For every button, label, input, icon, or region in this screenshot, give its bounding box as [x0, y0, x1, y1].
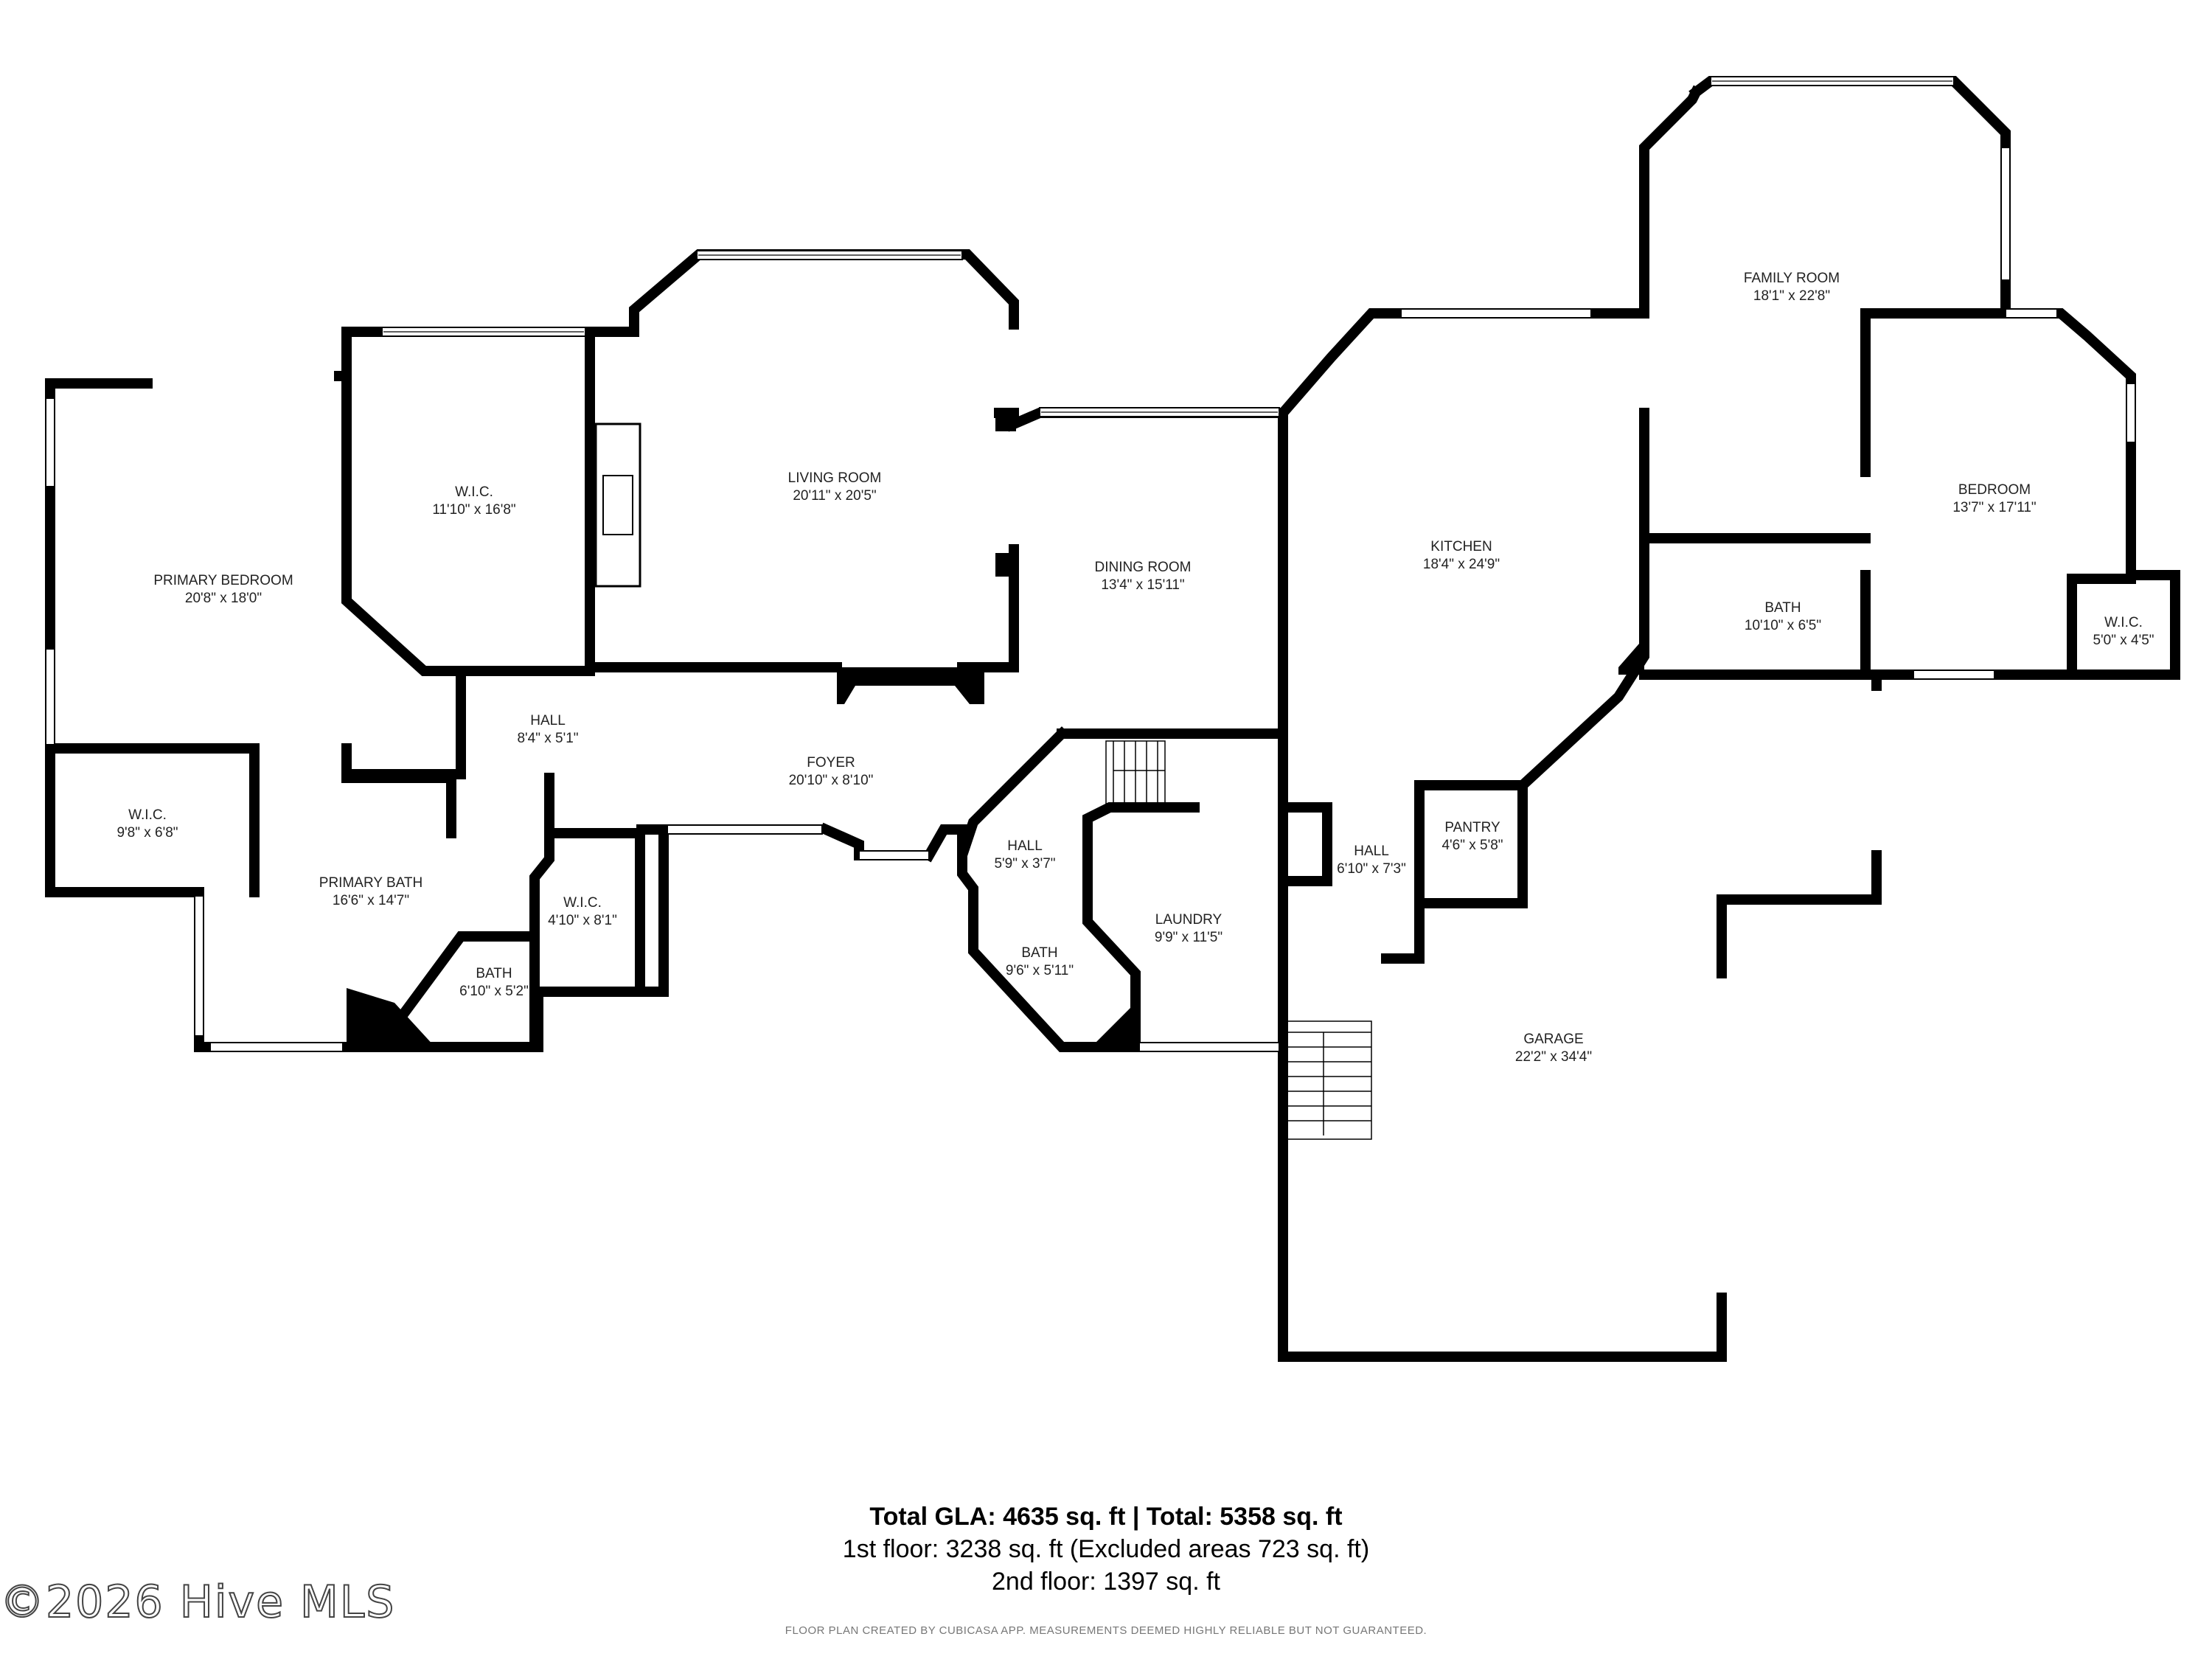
wall-family-top [1688, 76, 2011, 153]
room-size: 5'0" x 4'5" [2093, 633, 2154, 648]
room-name: BATH [1021, 945, 1057, 961]
kitchen-corner-fill [1618, 638, 1644, 675]
room-size: 8'4" x 5'1" [517, 731, 578, 746]
wall-stair-left [957, 726, 1141, 1052]
room-size: 18'4" x 24'9" [1423, 557, 1500, 572]
room-size: 13'7" x 17'11" [1952, 500, 2036, 515]
room-name: HALL [1007, 838, 1043, 854]
room-size: 20'10" x 8'10" [789, 773, 874, 788]
room-size: 4'6" x 5'8" [1441, 838, 1503, 853]
room-name: LAUNDRY [1155, 912, 1222, 928]
wall-stair-right [1082, 802, 1200, 883]
wall-primary-bath-inner [341, 743, 456, 838]
wall-wic-small [529, 828, 554, 942]
room-size: 13'4" x 15'11" [1101, 577, 1184, 593]
room-name: KITCHEN [1430, 539, 1492, 554]
room-name: BATH [476, 966, 512, 981]
fireplace-hearth [837, 667, 984, 704]
wall-family-right [1860, 275, 2011, 477]
room-size: 20'11" x 20'5" [793, 488, 876, 504]
room-name: HALL [530, 713, 566, 728]
bath-corner-fill [1091, 1003, 1135, 1047]
wall-foyer-right [922, 824, 967, 863]
room-name: W.I.C. [563, 895, 602, 911]
wall-kitchen-top [1276, 308, 1406, 420]
wall-pantry [1414, 780, 1528, 908]
room-name: PRIMARY BATH [319, 875, 422, 891]
wall-hall-top [341, 666, 466, 779]
windows [45, 76, 2136, 1052]
room-name: BEDROOM [1958, 482, 2031, 498]
room-size: 6'10" x 5'2" [459, 984, 529, 999]
wall-primary-bedroom-top [45, 378, 204, 897]
wall-hall-left [544, 773, 645, 838]
room-name: PANTRY [1444, 820, 1500, 835]
room-size: 18'1" x 22'8" [1753, 288, 1830, 304]
room-name: PRIMARY BEDROOM [153, 573, 293, 588]
room-size: 5'9" x 3'7" [994, 856, 1055, 872]
stairs [1105, 740, 1372, 1140]
room-name: W.I.C. [455, 484, 493, 500]
room-name: W.I.C. [2104, 615, 2143, 630]
room-size: 9'9" x 11'5" [1155, 930, 1222, 945]
wall-hall-right [1278, 802, 1332, 886]
wall-garage-right [1717, 850, 1882, 978]
wall-dining-stub-2 [995, 553, 1016, 577]
disclaimer-text: FLOOR PLAN CREATED BY CUBICASA APP. MEAS… [785, 1624, 1427, 1637]
room-size: 9'6" x 5'11" [1006, 963, 1074, 978]
wall-foyer-bottom [622, 824, 669, 997]
room-size: 20'8" x 18'0" [185, 591, 262, 606]
wall-family-left [1639, 85, 1703, 315]
wall-primary-bedroom-wic [45, 743, 260, 897]
wall-living-bottom [585, 327, 842, 672]
wall-primary-bath [194, 828, 645, 1052]
wall-bedroom-right [1860, 437, 2180, 680]
wall-kitchen-top-right [1587, 305, 1649, 319]
walls [45, 76, 2180, 1362]
wall-bedroom-top [2000, 308, 2136, 448]
room-name: HALL [1354, 844, 1389, 859]
wall-kitchen-right [1381, 408, 1649, 964]
room-name: LIVING ROOM [788, 470, 882, 486]
room-labels: FAMILY ROOM 18'1" x 22'8" BEDROOM 13'7" … [116, 271, 2154, 1065]
total-area-summary: Total GLA: 4635 sq. ft | Total: 5358 sq.… [869, 1503, 1343, 1531]
wall-bedroom-wic [2067, 574, 2136, 680]
room-name: BATH [1764, 600, 1801, 616]
second-floor-area: 2nd floor: 1397 sq. ft [992, 1568, 1220, 1596]
copyright-watermark: ©2026 Hive MLS [0, 1576, 396, 1629]
room-name: FAMILY ROOM [1744, 271, 1840, 286]
bath-wall-fill [347, 988, 435, 1047]
wall-garage [1278, 953, 1727, 1362]
wall-dining-stub-1 [995, 409, 1016, 431]
room-name: DINING ROOM [1095, 560, 1192, 575]
room-size: 9'8" x 6'8" [116, 825, 178, 841]
room-name: W.I.C. [128, 807, 167, 823]
room-size: 16'6" x 14'7" [333, 893, 409, 908]
wall-foyer-mid [818, 822, 864, 860]
room-size: 4'10" x 8'1" [548, 913, 617, 928]
room-size: 6'10" x 7'3" [1337, 861, 1406, 877]
wall-wic-large [341, 327, 595, 676]
wall-living-room [585, 249, 1019, 337]
room-name: FOYER [807, 755, 855, 771]
room-size: 10'10" x 6'5" [1745, 618, 1821, 633]
room-name: GARAGE [1523, 1032, 1583, 1047]
wall-bath-small [391, 931, 540, 1052]
room-size: 22'2" x 34'4" [1515, 1049, 1592, 1065]
room-size: 11'10" x 16'8" [432, 502, 515, 518]
first-floor-area: 1st floor: 3238 sq. ft (Excluded areas 7… [842, 1535, 1370, 1563]
